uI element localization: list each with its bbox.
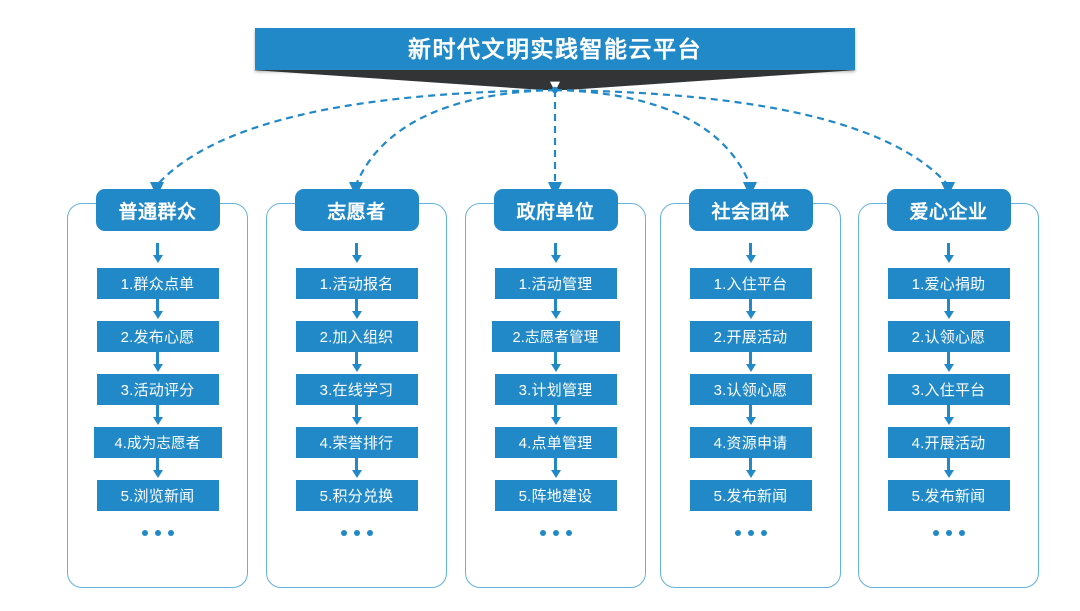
list-item[interactable]: 4.资源申请 [689, 427, 812, 458]
list-item[interactable]: 4.开展活动 [887, 427, 1010, 458]
more-items-ellipsis [141, 530, 174, 536]
role-column-volunteer: 志愿者 1.活动报名 2.加入组织 3.在线学习 4.荣誉排行 5.积分兑换 [266, 189, 447, 588]
list-item[interactable]: 5.积分兑换 [295, 480, 418, 511]
list-item[interactable]: 1.群众点单 [96, 268, 219, 299]
column-body: 1.活动报名 2.加入组织 3.在线学习 4.荣誉排行 5.积分兑换 [266, 243, 447, 536]
column-body: 1.爱心捐助 2.认领心愿 3.入住平台 4.开展活动 5.发布新闻 [858, 243, 1039, 536]
list-item[interactable]: 1.活动管理 [494, 268, 617, 299]
ellipsis-dot [760, 530, 767, 536]
list-item[interactable]: 5.浏览新闻 [96, 480, 219, 511]
role-column-government: 政府单位 1.活动管理 2.志愿者管理 3.计划管理 4.点单管理 5.阵地建设 [465, 189, 646, 588]
column-header-government[interactable]: 政府单位 [493, 189, 618, 231]
banner-bar: 新时代文明实践智能云平台 [255, 28, 855, 70]
role-column-social-organization: 社会团体 1.入住平台 2.开展活动 3.认领心愿 4.资源申请 5.发布新闻 [660, 189, 841, 588]
column-body: 1.入住平台 2.开展活动 3.认领心愿 4.资源申请 5.发布新闻 [660, 243, 841, 536]
ellipsis-dot [141, 530, 148, 536]
list-item[interactable]: 1.入住平台 [689, 268, 812, 299]
column-body: 1.活动管理 2.志愿者管理 3.计划管理 4.点单管理 5.阵地建设 [465, 243, 646, 536]
more-items-ellipsis [340, 530, 373, 536]
ellipsis-dot [565, 530, 572, 536]
list-item[interactable]: 3.入住平台 [887, 374, 1010, 405]
list-item[interactable]: 1.活动报名 [295, 268, 418, 299]
ellipsis-dot [154, 530, 161, 536]
ellipsis-dot [167, 530, 174, 536]
list-item[interactable]: 3.活动评分 [96, 374, 219, 405]
list-item[interactable]: 5.阵地建设 [494, 480, 617, 511]
column-header-charity-enterprise[interactable]: 爱心企业 [886, 189, 1011, 231]
page-title: 新时代文明实践智能云平台 [408, 35, 702, 62]
more-items-ellipsis [734, 530, 767, 536]
ellipsis-dot [932, 530, 939, 536]
ellipsis-dot [945, 530, 952, 536]
more-items-ellipsis [932, 530, 965, 536]
list-item[interactable]: 3.计划管理 [494, 374, 617, 405]
list-item[interactable]: 1.爱心捐助 [887, 268, 1010, 299]
list-item[interactable]: 4.荣誉排行 [295, 427, 418, 458]
list-item[interactable]: 3.认领心愿 [689, 374, 812, 405]
list-item[interactable]: 3.在线学习 [295, 374, 418, 405]
column-header-common-public[interactable]: 普通群众 [95, 189, 220, 231]
list-item[interactable]: 2.志愿者管理 [491, 321, 620, 352]
chevron-down-icon: ▼ [550, 79, 560, 94]
list-item[interactable]: 5.发布新闻 [887, 480, 1010, 511]
list-item[interactable]: 4.点单管理 [494, 427, 617, 458]
column-header-social-organization[interactable]: 社会团体 [688, 189, 813, 231]
ellipsis-dot [353, 530, 360, 536]
ellipsis-dot [366, 530, 373, 536]
ellipsis-dot [340, 530, 347, 536]
role-column-charity-enterprise: 爱心企业 1.爱心捐助 2.认领心愿 3.入住平台 4.开展活动 5.发布新闻 [858, 189, 1039, 588]
ellipsis-dot [734, 530, 741, 536]
list-item[interactable]: 2.认领心愿 [887, 321, 1010, 352]
more-items-ellipsis [539, 530, 572, 536]
role-column-common-public: 普通群众 1.群众点单 2.发布心愿 3.活动评分 4.成为志愿者 5.浏览新闻 [67, 189, 248, 588]
list-item[interactable]: 4.成为志愿者 [93, 427, 222, 458]
column-body: 1.群众点单 2.发布心愿 3.活动评分 4.成为志愿者 5.浏览新闻 [67, 243, 248, 536]
list-item[interactable]: 2.开展活动 [689, 321, 812, 352]
column-header-volunteer[interactable]: 志愿者 [294, 189, 419, 231]
ellipsis-dot [539, 530, 546, 536]
list-item[interactable]: 5.发布新闻 [689, 480, 812, 511]
list-item[interactable]: 2.发布心愿 [96, 321, 219, 352]
ellipsis-dot [552, 530, 559, 536]
ellipsis-dot [747, 530, 754, 536]
list-item[interactable]: 2.加入组织 [295, 321, 418, 352]
ellipsis-dot [958, 530, 965, 536]
